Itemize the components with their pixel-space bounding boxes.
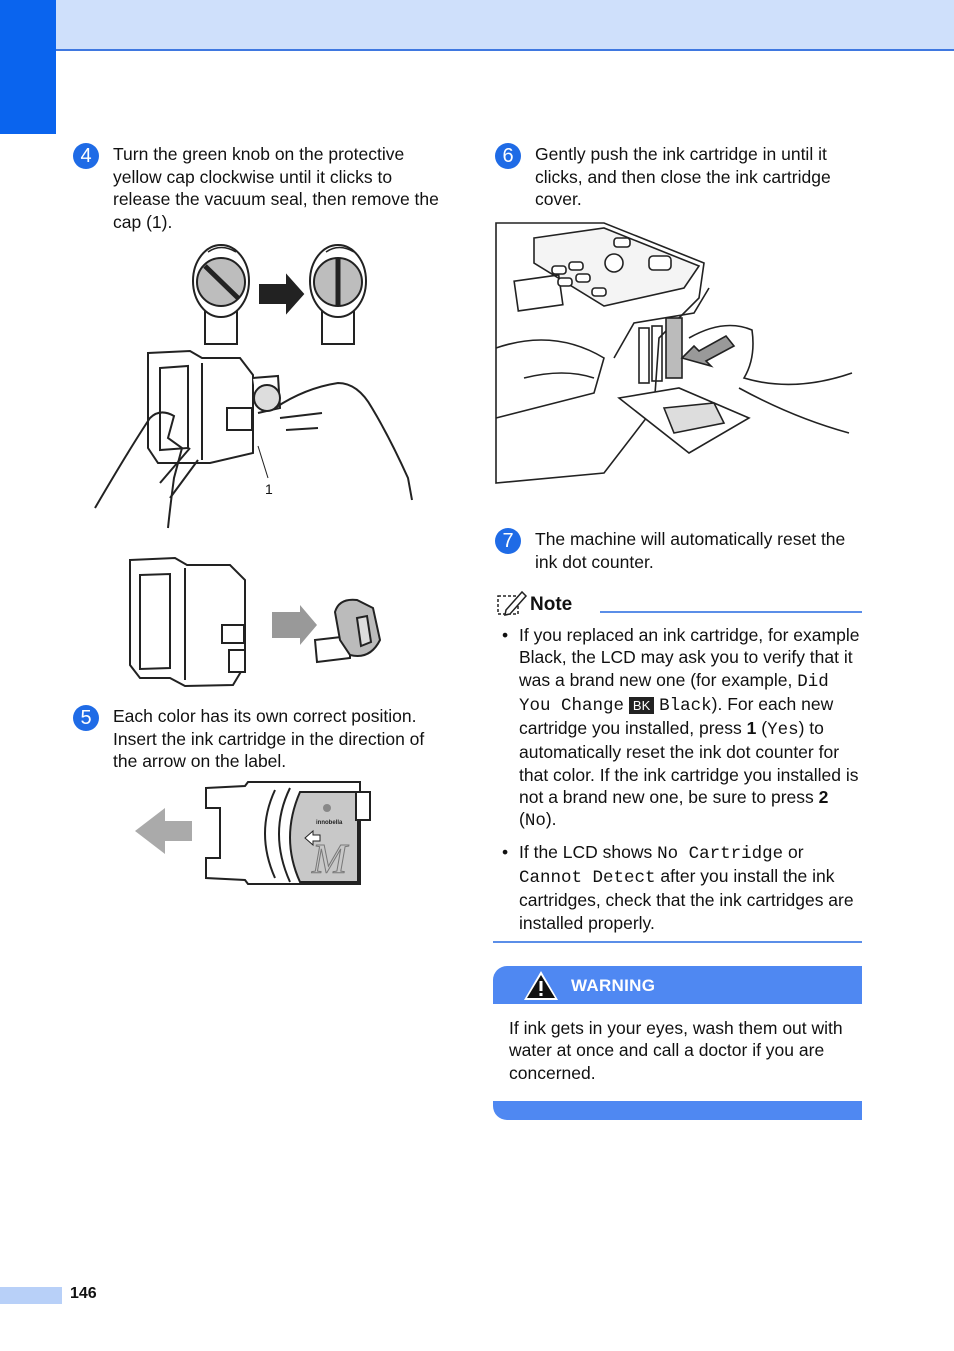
lcd-text: No <box>524 811 546 832</box>
cartridge-letter: M <box>311 837 349 883</box>
lcd-text: Cannot Detect <box>519 867 656 888</box>
step-text: Turn the green knob on the protective ye… <box>113 144 439 232</box>
cap-removal-illustration: 1 <box>94 244 413 529</box>
step-number: 5 <box>73 705 99 731</box>
list-item: •If the LCD shows No Cartridge or Cannot… <box>502 841 854 933</box>
lcd-text: Yes <box>767 720 799 741</box>
cap-removed-illustration <box>129 556 382 688</box>
note-pencil-icon <box>497 590 528 616</box>
bullet-dot: • <box>502 841 509 862</box>
page-number: 146 <box>70 1285 97 1302</box>
warning-icon <box>524 971 558 1000</box>
page-number-tab <box>0 1287 62 1304</box>
header-band <box>0 0 954 51</box>
key-label: 1 <box>746 718 757 739</box>
step-text: The machine will automatically reset the… <box>535 529 846 572</box>
warning-footer-bar <box>493 1101 862 1120</box>
warning-text: If ink gets in your eyes, wash them out … <box>509 1018 843 1083</box>
step-text: Gently push the ink cartridge in until i… <box>535 144 831 209</box>
note-divider <box>600 611 862 613</box>
bk-badge: BK <box>628 696 655 714</box>
cartridge-direction-illustration: innobella M <box>135 781 371 885</box>
printer-insertion-illustration <box>495 222 853 484</box>
chapter-tab <box>0 0 56 134</box>
step-text: Each color has its own correct position.… <box>113 706 425 771</box>
cartridge-brand: innobella <box>316 820 343 826</box>
callout-label: 1 <box>265 481 273 497</box>
lcd-text: No Cartridge <box>657 843 784 864</box>
step-number: 7 <box>495 528 521 554</box>
lcd-text: Did You Change <box>519 671 829 716</box>
step-number: 4 <box>73 143 99 169</box>
warning-header: WARNING <box>493 966 862 1004</box>
lcd-text: Black <box>659 695 712 716</box>
bullet-dot: • <box>502 625 509 645</box>
note-header: Note <box>496 590 862 620</box>
note-bullets: •If you replaced an ink cartridge, for e… <box>500 624 864 942</box>
note-end-divider <box>493 941 862 943</box>
step-number: 6 <box>495 143 521 169</box>
list-item: •If you replaced an ink cartridge, for e… <box>502 625 860 832</box>
key-label: 2 <box>818 787 829 808</box>
note-title: Note <box>530 594 573 615</box>
warning-title: WARNING <box>571 976 656 995</box>
